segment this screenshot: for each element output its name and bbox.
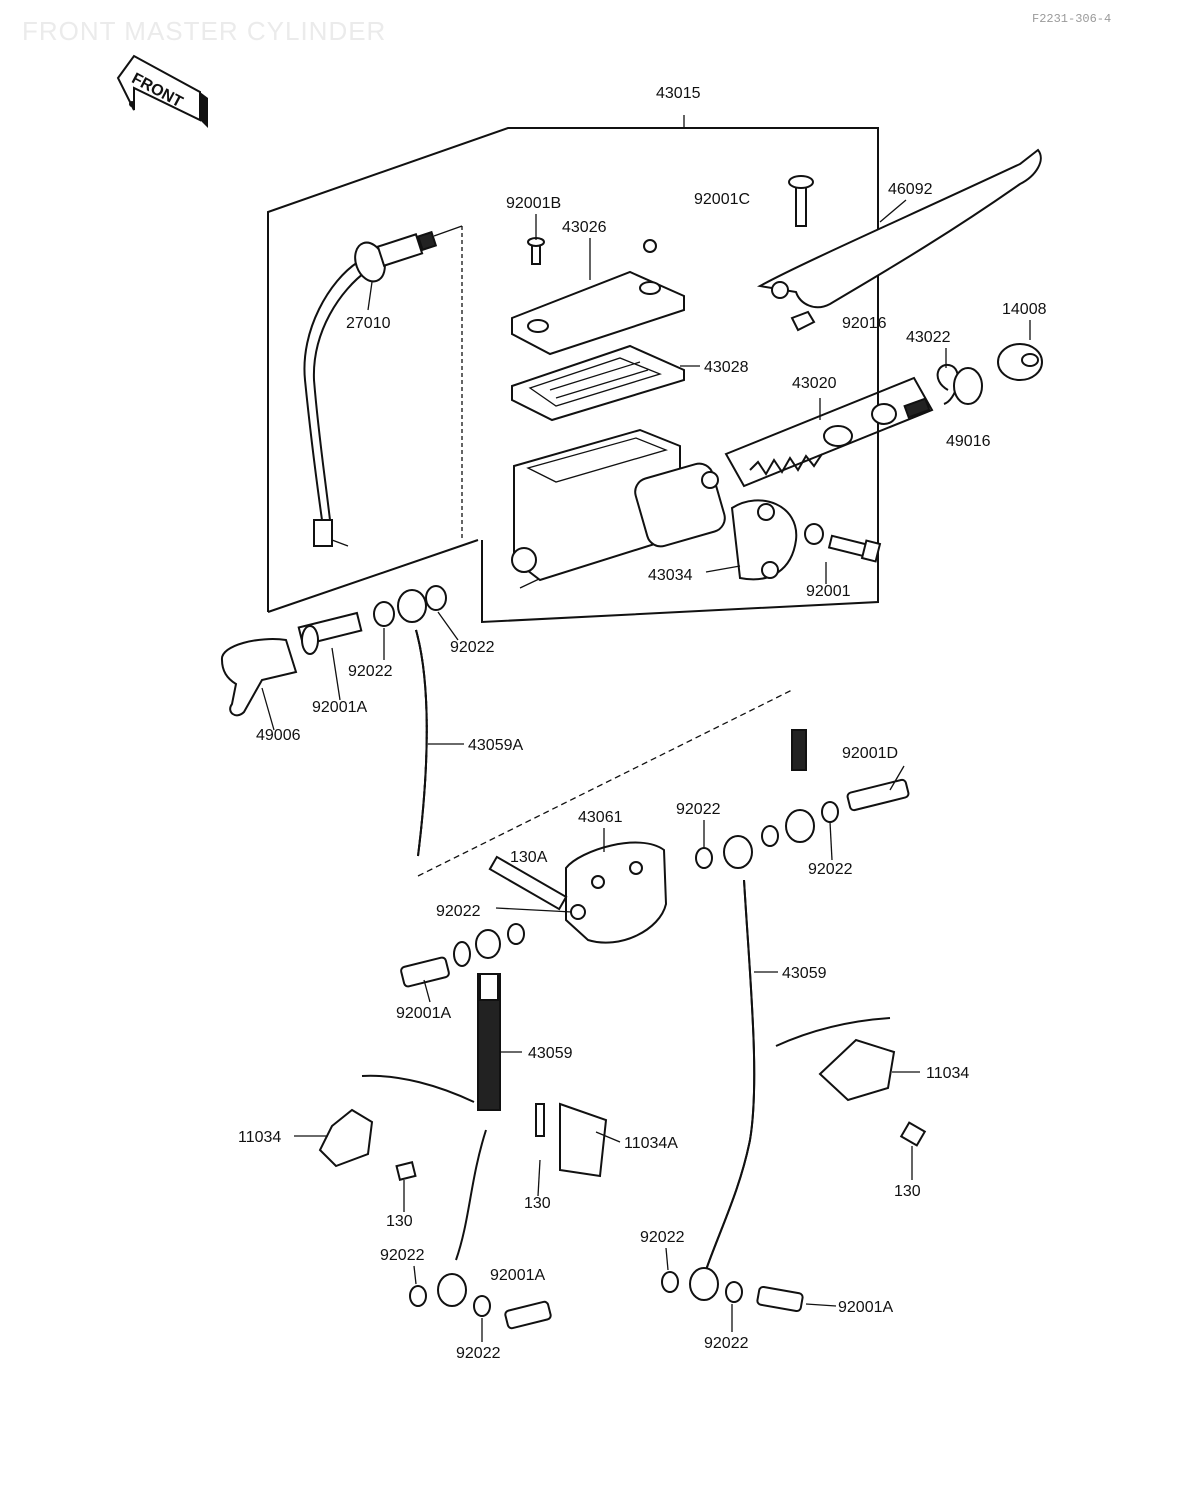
lever-46092: [756, 148, 1042, 332]
callout-43059-a: 43059: [782, 965, 827, 982]
callout-92022-d: 92022: [808, 861, 853, 878]
callout-92022-i: 92022: [456, 1345, 501, 1362]
callout-labels: 43015 92001B 43026 92001C 46092 27010 43…: [238, 85, 1047, 1362]
page-title: FRONT MASTER CYLINDER: [22, 16, 387, 46]
callout-43020: 43020: [792, 375, 837, 392]
master-cylinder-body: [511, 428, 726, 582]
callout-92022-f: 92022: [640, 1229, 685, 1246]
callout-92001D: 92001D: [842, 745, 898, 762]
circlip-seal-boot: [936, 343, 1043, 405]
callout-92001A-c: 92001A: [490, 1267, 545, 1284]
callout-43034: 43034: [648, 567, 693, 584]
clamp-43034: [730, 499, 798, 581]
lower-right-fittings: [661, 729, 910, 1313]
callout-43028: 43028: [704, 359, 749, 376]
upper-banjo-fittings: [221, 585, 447, 717]
joint-43061: [488, 841, 668, 944]
callout-46092: 46092: [888, 181, 933, 198]
callout-92001A-d: 92001A: [838, 1299, 893, 1316]
callout-92022-c: 92022: [676, 801, 721, 818]
callout-92022-g: 92022: [380, 1247, 425, 1264]
callout-leaders: [261, 199, 1031, 1342]
bolt-92001: [804, 523, 882, 563]
callout-92001A-a: 92001A: [312, 699, 367, 716]
front-arrow-sign: FRONT: [116, 54, 208, 128]
callout-92001B: 92001B: [506, 195, 561, 212]
callout-92022-h: 92022: [704, 1335, 749, 1352]
diaphragm-43028: [511, 344, 685, 422]
hose-43059A: [415, 629, 428, 857]
callout-43026: 43026: [562, 219, 607, 236]
callout-43059A: 43059A: [468, 737, 523, 754]
callout-49006: 49006: [256, 727, 301, 744]
lower-left-fittings: [400, 923, 552, 1330]
callout-49016: 49016: [946, 433, 991, 450]
callout-11034A: 11034A: [624, 1135, 678, 1152]
callout-92022-a: 92022: [348, 663, 393, 680]
piston-kit-43020: [724, 376, 934, 488]
callout-43015: 43015: [656, 85, 701, 102]
callout-43059-b: 43059: [528, 1045, 573, 1062]
callout-92016: 92016: [842, 315, 887, 332]
callout-43061: 43061: [578, 809, 623, 826]
hose-clamps: [318, 1017, 927, 1181]
callout-43022: 43022: [906, 329, 951, 346]
diagram-code: F2231-306-4: [1032, 12, 1112, 26]
callout-92001A-b: 92001A: [396, 1005, 451, 1022]
callout-130-a: 130: [894, 1183, 921, 1200]
callout-130A: 130A: [510, 849, 548, 866]
brake-switch-27010: [303, 225, 463, 547]
callout-92001: 92001: [806, 583, 851, 600]
callout-92022-b: 92022: [450, 639, 495, 656]
callout-11034-b: 11034: [238, 1129, 281, 1146]
callout-27010: 27010: [346, 315, 391, 332]
callout-11034-a: 11034: [926, 1065, 969, 1082]
reservoir-cap-43026: [511, 237, 685, 356]
callout-92001C: 92001C: [694, 191, 750, 208]
callout-92022-e: 92022: [436, 903, 481, 920]
callout-130-c: 130: [386, 1213, 413, 1230]
assembly-frame: [267, 115, 879, 624]
callout-130-b: 130: [524, 1195, 551, 1212]
callout-14008: 14008: [1002, 301, 1047, 318]
